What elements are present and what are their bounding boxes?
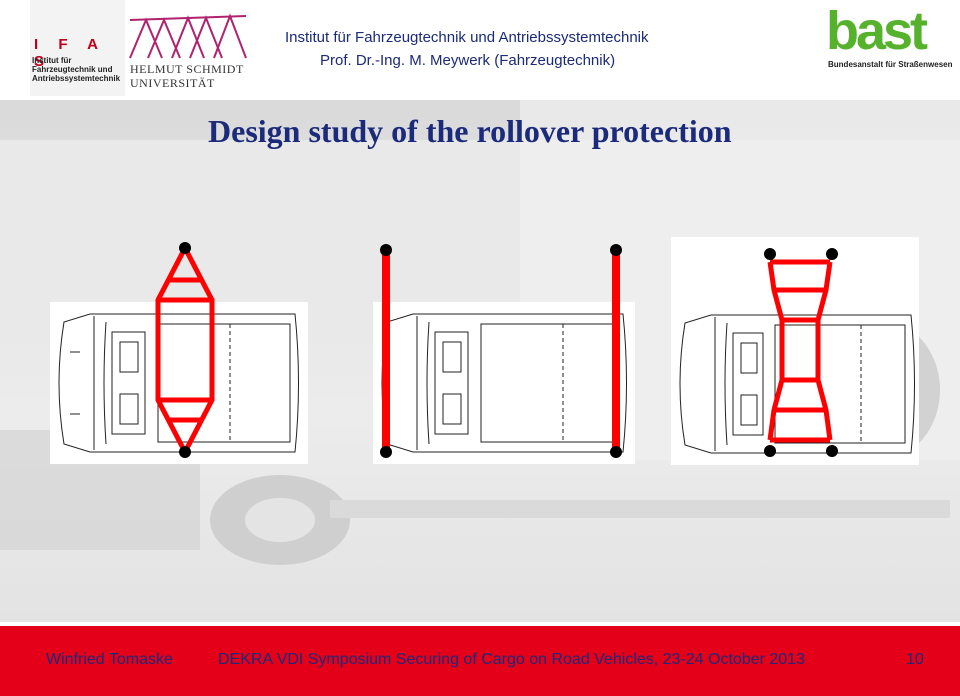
ifas-logo: I F A S Institut für Fahrzeugtechnik und… bbox=[30, 0, 125, 96]
university-name: HELMUT SCHMIDT UNIVERSITÄT bbox=[130, 62, 244, 90]
ifas-logo-letters: I F A S bbox=[34, 36, 106, 70]
hsu-logo-icon bbox=[129, 13, 247, 59]
ifas-logo-subtitle: Institut für Fahrzeugtechnik und Antrieb… bbox=[32, 56, 121, 83]
slide-header: I F A S Institut für Fahrzeugtechnik und… bbox=[0, 0, 960, 100]
footer-event: DEKRA VDI Symposium Securing of Cargo on… bbox=[218, 651, 805, 668]
bast-logo: bast bbox=[826, 1, 928, 61]
bast-subtitle: Bundesanstalt für Straßenwesen bbox=[828, 60, 953, 69]
vertical-rollbars bbox=[380, 244, 622, 458]
slide-footer bbox=[0, 626, 960, 696]
van-topview-drawing bbox=[679, 314, 915, 454]
page-number: 10 bbox=[906, 651, 924, 668]
professor-name: Prof. Dr.-Ing. M. Meywerk (Fahrzeugtechn… bbox=[320, 52, 616, 69]
figure-van-ladder-frame bbox=[671, 237, 919, 465]
footer-author: Winfried Tomaske bbox=[46, 651, 173, 668]
figure-van-vertical-bars bbox=[373, 302, 635, 464]
institute-name: Institut für Fahrzeugtechnik und Antrieb… bbox=[285, 29, 649, 46]
a-frame-rollbar bbox=[155, 242, 215, 458]
ladder-frame-rollbar bbox=[764, 248, 838, 457]
slide-title: Design study of the rollover protection bbox=[208, 113, 732, 149]
